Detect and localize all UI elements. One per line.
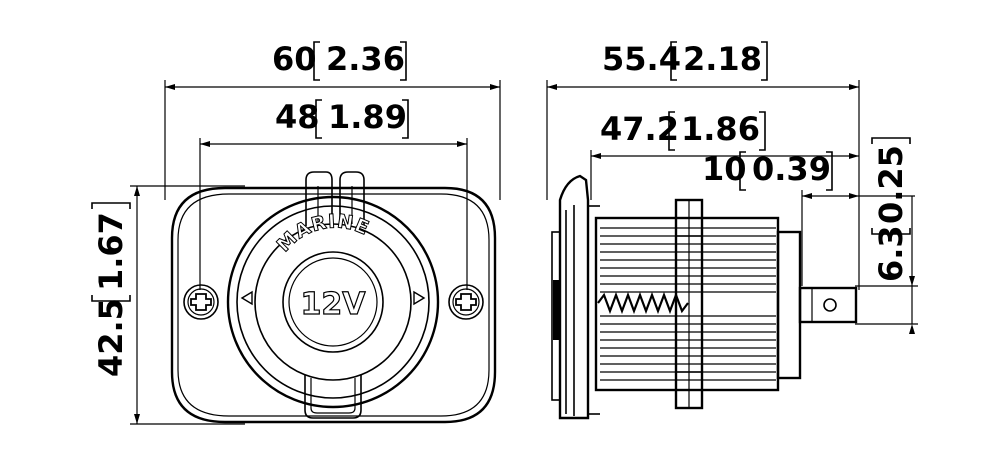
dim-overall-length-mm: 55.4	[602, 40, 681, 78]
cap-hinge	[305, 171, 365, 228]
side-rear-step	[776, 230, 802, 380]
dim-hole-spacing: 48 1.89	[199, 98, 468, 290]
dim-overall-length-in: 2.18	[683, 40, 762, 78]
front-view: 60 2.36 48 1.89 42.5	[91, 40, 501, 425]
cap-tab	[304, 375, 362, 419]
dim-height-mm: 42.5	[92, 298, 130, 377]
dim-body-length-mm: 47.2	[600, 110, 679, 148]
side-nut	[674, 198, 704, 410]
dim-hole-spacing-in: 1.89	[328, 98, 407, 136]
side-threaded-body	[594, 216, 780, 392]
screw-left	[183, 284, 219, 320]
dim-height-in: 1.67	[92, 212, 130, 291]
dim-hole-spacing-mm: 48	[275, 98, 320, 136]
dim-height: 42.5 1.67	[91, 185, 245, 425]
dim-overall-width: 60 2.36	[164, 40, 501, 200]
socket-label-12v: 12V	[301, 287, 367, 322]
side-flange	[551, 174, 600, 420]
dim-terminal-length-mm: 10	[702, 150, 747, 188]
dim-terminal-length-in: 0.39	[752, 150, 831, 188]
dim-terminal-width-in: 0.25	[872, 145, 910, 224]
side-terminal	[798, 286, 858, 324]
socket-body	[226, 195, 440, 409]
dim-body-length-in: 1.86	[681, 110, 760, 148]
screw-right	[448, 284, 484, 320]
mounting-plate	[170, 186, 497, 424]
dim-overall-length: 55.4 2.18	[546, 40, 860, 290]
dim-body-length: 47.2 1.86	[590, 110, 859, 200]
dim-terminal-length: 10 0.39	[702, 150, 915, 286]
dim-overall-width-mm: 60	[272, 40, 317, 78]
dim-terminal-width: 6.3 0.25	[855, 137, 918, 334]
side-view: 55.4 2.18 47.2 1.86 10 0.39	[546, 40, 918, 420]
dim-overall-width-in: 2.36	[326, 40, 405, 78]
